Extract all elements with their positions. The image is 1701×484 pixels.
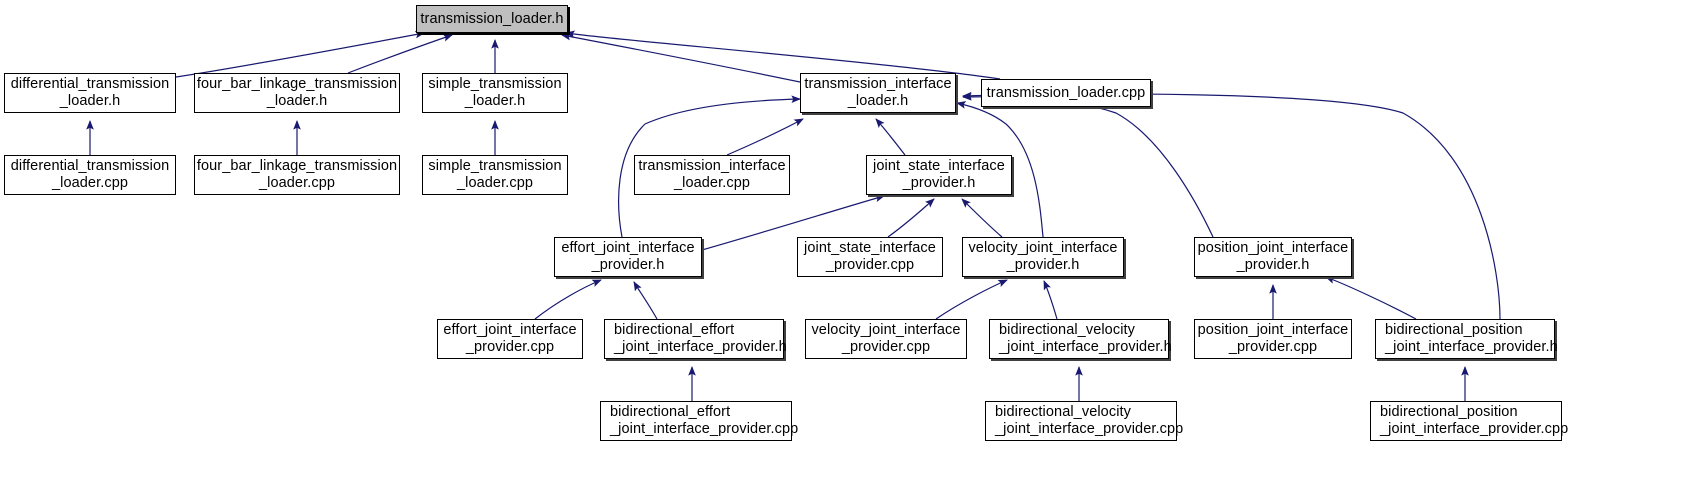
graph-edge [633, 281, 658, 320]
graph-node-label-line: bidirectional_position [1385, 322, 1523, 338]
graph-node-label-line: _provider.h [1236, 257, 1310, 273]
graph-node-label-line: _loader.h [847, 93, 909, 109]
graph-node-velocity-joint-interface-provider-cpp[interactable]: velocity_joint_interface_provider.cpp [805, 319, 967, 359]
graph-node-label-line: joint_state_interface [804, 240, 936, 256]
graph-node-differential-transmission-loader-h[interactable]: differential_transmission_loader.h [4, 73, 176, 113]
graph-node-label-line: bidirectional_velocity [995, 404, 1131, 420]
graph-node-differential-transmission-loader-cpp[interactable]: differential_transmission_loader.cpp [4, 155, 176, 195]
graph-node-label-line: effort_joint_interface [561, 240, 695, 256]
graph-node-label-line: transmission_loader.h [420, 10, 564, 27]
graph-node-simple-transmission-loader-h[interactable]: simple_transmission_loader.h [422, 73, 568, 113]
graph-node-label-line: _joint_interface_provider.cpp [995, 421, 1184, 437]
graph-node-transmission-interface-loader-cpp[interactable]: transmission_interface_loader.cpp [634, 155, 790, 195]
graph-node-label-line: joint_state_interface [873, 158, 1005, 174]
graph-node-label-line: _provider.h [902, 175, 976, 191]
graph-node-label-line: bidirectional_effort [610, 404, 731, 420]
graph-edge [935, 279, 1008, 320]
graph-node-label-line: effort_joint_interface [443, 322, 577, 338]
graph-node-label-line: bidirectional_effort [614, 322, 735, 338]
graph-node-simple-transmission-loader-cpp[interactable]: simple_transmission_loader.cpp [422, 155, 568, 195]
graph-node-label-line: four_bar_linkage_transmission [196, 76, 398, 92]
graph-node-label-line: _loader.cpp [456, 175, 534, 191]
graph-edge [887, 198, 935, 238]
graph-node-effort-joint-interface-provider-h[interactable]: effort_joint_interface_provider.h [554, 237, 702, 277]
graph-node-position-joint-interface-provider-h[interactable]: position_joint_interface_provider.h [1194, 237, 1352, 277]
graph-node-transmission-interface-loader-h[interactable]: transmission_interface_loader.h [800, 73, 956, 113]
graph-node-effort-joint-interface-provider-cpp[interactable]: effort_joint_interface_provider.cpp [437, 319, 583, 359]
graph-node-label-line: position_joint_interface [1197, 322, 1349, 338]
graph-node-label-line: _joint_interface_provider.cpp [1380, 421, 1569, 437]
graph-node-label-line: transmission_loader.cpp [986, 84, 1146, 101]
graph-node-label-line: _loader.cpp [258, 175, 336, 191]
graph-node-label-line: transmission_interface [638, 158, 786, 174]
graph-node-label-line: _joint_interface_provider.cpp [610, 421, 799, 437]
graph-node-transmission-loader-cpp[interactable]: transmission_loader.cpp [981, 79, 1151, 107]
graph-node-label-line: differential_transmission [10, 158, 170, 174]
graph-node-label-line: _provider.cpp [465, 339, 555, 355]
graph-edge [561, 32, 801, 83]
graph-edge [875, 118, 906, 156]
graph-node-label-line: _loader.cpp [673, 175, 751, 191]
graph-edge [726, 118, 804, 156]
graph-node-label-line: velocity_joint_interface [968, 240, 1118, 256]
graph-node-label-line: _provider.h [1006, 257, 1080, 273]
graph-node-label-line: _joint_interface_provider.h [999, 339, 1172, 355]
graph-node-bidirectional-position-joint-interface-provider-cpp[interactable]: bidirectional_position_joint_interface_p… [1370, 401, 1568, 441]
graph-node-label-line: _provider.cpp [1228, 339, 1318, 355]
graph-node-bidirectional-velocity-joint-interface-provider-h[interactable]: bidirectional_velocity_joint_interface_p… [989, 319, 1172, 359]
graph-node-label-line: differential_transmission [10, 76, 170, 92]
graph-node-label-line: bidirectional_position [1380, 404, 1518, 420]
graph-edge [1325, 276, 1417, 320]
graph-edge [534, 279, 602, 320]
graph-node-label-line: _loader.cpp [51, 175, 129, 191]
graph-node-joint-state-interface-provider-cpp[interactable]: joint_state_interface_provider.cpp [797, 237, 943, 277]
graph-node-joint-state-interface-provider-h[interactable]: joint_state_interface_provider.h [866, 155, 1012, 195]
graph-node-label-line: four_bar_linkage_transmission [196, 158, 398, 174]
graph-node-label-line: simple_transmission [428, 76, 562, 92]
graph-node-label-line: _provider.cpp [825, 257, 915, 273]
graph-node-label-line: transmission_interface [804, 76, 952, 92]
graph-node-label-line: velocity_joint_interface [811, 322, 961, 338]
graph-node-label-line: _provider.cpp [841, 339, 931, 355]
graph-node-label-line: position_joint_interface [1197, 240, 1349, 256]
graph-node-bidirectional-velocity-joint-interface-provider-cpp[interactable]: bidirectional_velocity_joint_interface_p… [985, 401, 1183, 441]
graph-edge [175, 30, 425, 78]
graph-node-label-line: bidirectional_velocity [999, 322, 1135, 338]
graph-node-transmission-loader-h[interactable]: transmission_loader.h [416, 5, 568, 33]
graph-node-velocity-joint-interface-provider-h[interactable]: velocity_joint_interface_provider.h [962, 237, 1124, 277]
graph-node-label-line: _joint_interface_provider.h [1385, 339, 1558, 355]
graph-node-bidirectional-effort-joint-interface-provider-h[interactable]: bidirectional_effort_joint_interface_pro… [604, 319, 787, 359]
graph-node-label-line: _loader.h [59, 93, 121, 109]
graph-node-four-bar-linkage-transmission-loader-h[interactable]: four_bar_linkage_transmission_loader.h [194, 73, 400, 113]
graph-node-four-bar-linkage-transmission-loader-cpp[interactable]: four_bar_linkage_transmission_loader.cpp [194, 155, 400, 195]
graph-node-bidirectional-effort-joint-interface-provider-cpp[interactable]: bidirectional_effort_joint_interface_pro… [600, 401, 798, 441]
graph-edge [962, 91, 1501, 320]
graph-edge [961, 198, 1003, 238]
graph-node-label-line: _loader.h [464, 93, 526, 109]
graph-node-label-line: _loader.h [266, 93, 328, 109]
graph-node-position-joint-interface-provider-cpp[interactable]: position_joint_interface_provider.cpp [1194, 319, 1352, 359]
graph-node-label-line: simple_transmission [428, 158, 562, 174]
graph-node-label-line: _joint_interface_provider.h [614, 339, 787, 355]
graph-node-bidirectional-position-joint-interface-provider-h[interactable]: bidirectional_position_joint_interface_p… [1375, 319, 1558, 359]
graph-edge [1043, 280, 1058, 320]
graph-node-label-line: _provider.h [591, 257, 665, 273]
graph-edge [347, 34, 453, 74]
